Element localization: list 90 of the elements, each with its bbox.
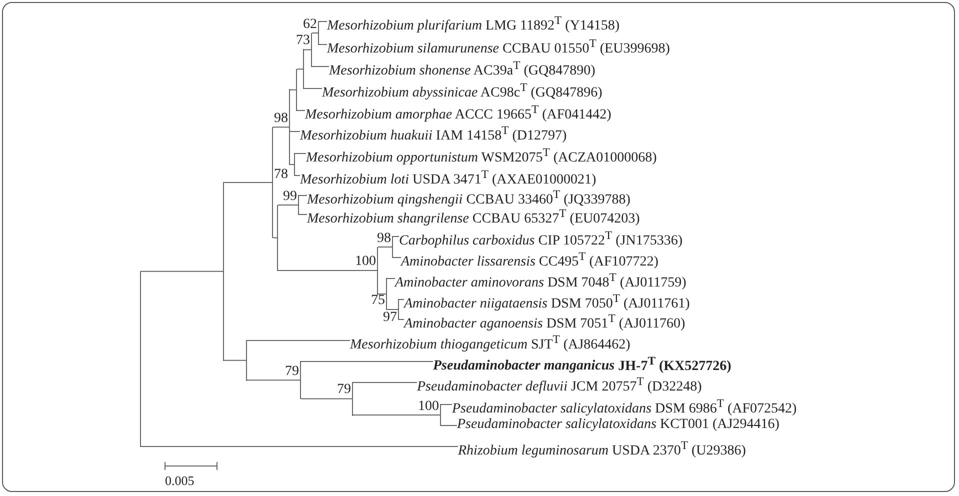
bootstrap-value: 73: [296, 34, 310, 48]
clade-line: [296, 68, 297, 111]
branch-line: [312, 66, 330, 67]
clade-line: [440, 404, 441, 426]
taxon-label: Mesorhizobium opportunistum WSM2075$^{T}$ (ACZA01000068): [306, 144, 657, 162]
branch-line: [290, 131, 300, 132]
branch-line: [290, 164, 294, 165]
branch-line: [318, 44, 328, 45]
bootstrap-value: 75: [371, 294, 385, 308]
taxon-label: Mesorhizobium shangrilense CCBAU 65327$^{T}$ (EU074203): [307, 205, 640, 223]
bootstrap-value: 100: [355, 255, 376, 269]
branch-line: [278, 270, 378, 271]
branch-line: [378, 246, 392, 248]
bootstrap-value: 98: [377, 232, 391, 246]
taxon-label: Carbophilus carboxidus CIP 105722$^{T}$ (JN175336): [399, 227, 683, 245]
taxon-label: Rhizobium leguminosarum USDA 2370$^{T}$ (U29386): [458, 437, 746, 455]
bootstrap-value: 62: [303, 18, 317, 32]
clade-line: [289, 89, 290, 165]
branch-line: [392, 257, 402, 258]
branch-line: [296, 110, 306, 111]
clade-line: [223, 182, 224, 361]
branch-line: [294, 175, 300, 176]
branch-line: [386, 309, 398, 310]
clade-line: [398, 299, 399, 320]
clade-line: [246, 340, 247, 381]
clade-line: [377, 246, 378, 294]
taxon-label: Aminobacter aganoensis DSM 7051$^{T}$ (AJ011760): [404, 310, 686, 328]
clade-line: [294, 153, 295, 176]
branch-line: [246, 340, 350, 341]
clade-line: [311, 32, 312, 67]
branch-line: [140, 270, 224, 272]
taxon-label: Mesorhizobium abyssinicae AC98c$^{T}$ (GQ847896): [322, 79, 602, 97]
branch-line: [304, 88, 322, 89]
branch-line: [298, 214, 308, 215]
branch-line: [318, 21, 328, 22]
taxon-label: Mesorhizobium thiogangeticum SJT$^{T}$ (AJ864462): [350, 331, 630, 349]
clade-line: [303, 49, 304, 89]
branch-line: [272, 237, 278, 238]
branch-line: [312, 32, 318, 34]
branch-line: [224, 360, 246, 361]
clade-line: [392, 236, 393, 258]
branch-line: [440, 425, 458, 426]
taxon-label: Aminobacter niigataensis DSM 7050$^{T}$ (AJ011761): [404, 290, 690, 308]
taxon-label: Mesorhizobium huakuii IAM 14158$^{T}$ (D12797): [300, 122, 567, 140]
branch-line: [440, 404, 452, 405]
branch-line: [386, 278, 396, 279]
branch-line: [272, 126, 290, 128]
branch-line: [296, 68, 304, 70]
branch-line: [298, 195, 308, 196]
branch-line: [294, 153, 306, 154]
bootstrap-value: 99: [283, 190, 297, 204]
branch-line: [300, 361, 434, 362]
clade-line: [386, 278, 387, 310]
branch-line: [290, 89, 296, 90]
branch-line: [352, 382, 418, 383]
clade-line: [277, 204, 278, 271]
branch-line: [398, 299, 404, 300]
bootstrap-value: 98: [274, 112, 288, 126]
branch-line: [140, 446, 458, 447]
branch-line: [278, 204, 298, 206]
branch-line: [304, 49, 312, 50]
taxon-label: Mesorhizobium silamurunense CCBAU 01550$^{T}$ (EU399698): [327, 35, 670, 53]
branch-line: [300, 398, 352, 400]
taxon-label: Aminobacter lissarensis CC495$^{T}$ (AF107722): [401, 248, 658, 266]
clade-line: [298, 195, 299, 215]
scale-value: 0.005: [165, 474, 194, 488]
branch-line: [352, 414, 440, 416]
clade-line: [272, 126, 273, 238]
bootstrap-value: 97: [383, 311, 397, 325]
branch-line: [246, 380, 300, 381]
clade-line: [140, 270, 141, 447]
bootstrap-value: 79: [337, 383, 351, 398]
clade-line: [318, 21, 319, 45]
branch-line: [398, 319, 404, 320]
bootstrap-value: 78: [274, 168, 288, 182]
branch-line: [224, 182, 272, 183]
taxon-label: Mesorhizobium loti USDA 3471$^{T}$ (AXAE01000021): [300, 166, 596, 184]
taxon-label: Mesorhizobium amorphae ACCC 19665$^{T}$ (AF041442): [305, 101, 612, 119]
taxon-label: Aminobacter aminovorans DSM 7048$^{T}$ (AJ011759): [395, 269, 686, 287]
clade-line: [352, 382, 353, 416]
taxon-label: Mesorhizobium plurifarium LMG 11892$^{T}$ (Y14158): [327, 12, 620, 30]
clade-line: [300, 361, 301, 400]
bootstrap-value: 100: [418, 400, 439, 414]
bootstrap-value: 79: [285, 364, 299, 379]
taxon-label: Mesorhizobium shonense AC39a$^{T}$ (GQ847890): [329, 57, 596, 75]
taxon-label: Pseudaminobacter defluvii JCM 20757$^{T}$ (D32248): [417, 373, 702, 391]
taxon-label: Pseudaminobacter salicylatoxidans DSM 6986$^{T}$ (AF072542): [452, 395, 797, 413]
taxon-label: Mesorhizobium qingshengii CCBAU 33460$^{T}$ (JQ339788): [307, 186, 630, 204]
branch-line: [392, 236, 400, 237]
taxon-label: Pseudaminobacter salicylatoxidans KCT001 (AJ294416): [457, 416, 780, 434]
